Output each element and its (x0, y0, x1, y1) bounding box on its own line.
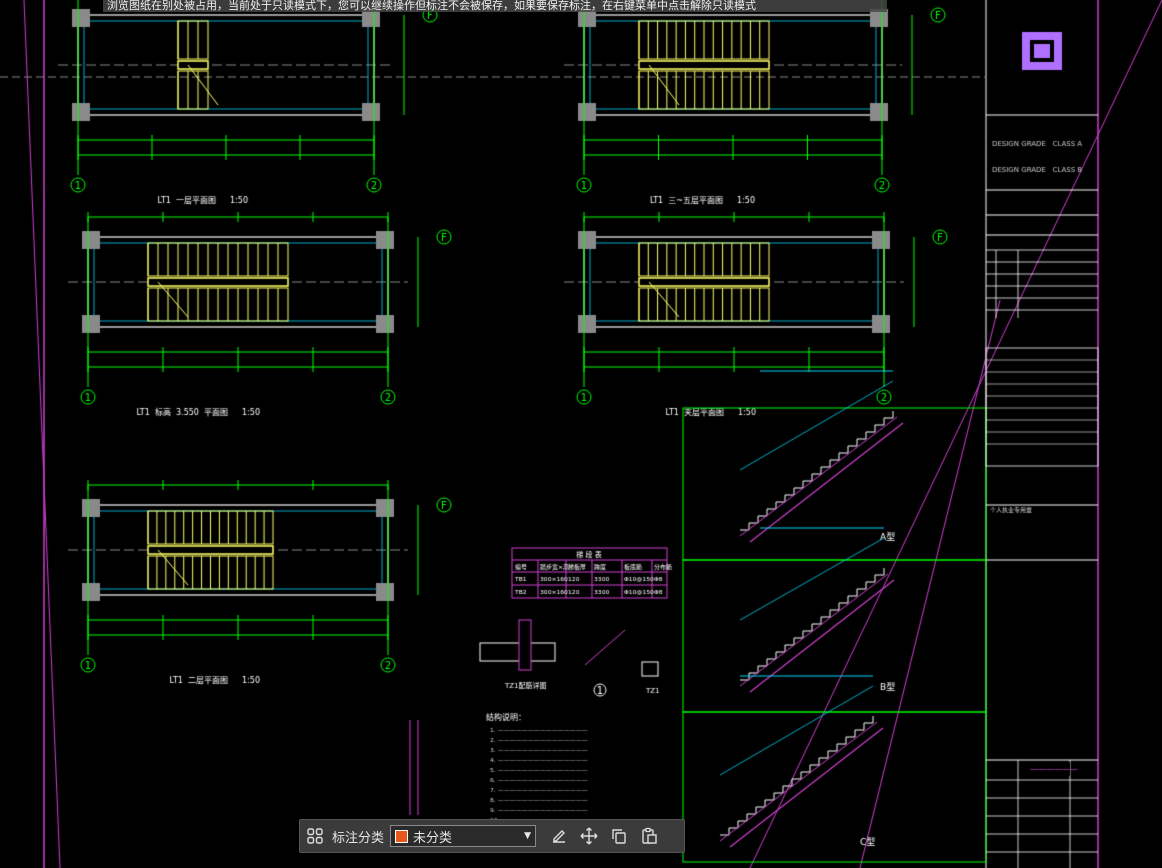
category-label: 标注分类 (332, 830, 385, 846)
paste-icon[interactable] (636, 823, 662, 849)
edit-annotation-icon[interactable] (546, 823, 572, 849)
chevron-down-icon: ▼ (524, 831, 532, 841)
category-value: 未分类 (413, 830, 453, 846)
copy-icon[interactable] (606, 823, 632, 849)
annotation-toolbar: 标注分类 未分类 ▼ (299, 819, 685, 853)
grid-menu-icon[interactable] (302, 823, 328, 849)
category-color-swatch (395, 829, 409, 843)
category-select[interactable]: 未分类 ▼ (390, 825, 537, 847)
move-icon[interactable] (576, 823, 602, 849)
readonly-banner: 浏览图纸在别处被占用，当前处于只读模式下，您可以继续操作但标注不会被保存，如果要… (103, 0, 887, 12)
